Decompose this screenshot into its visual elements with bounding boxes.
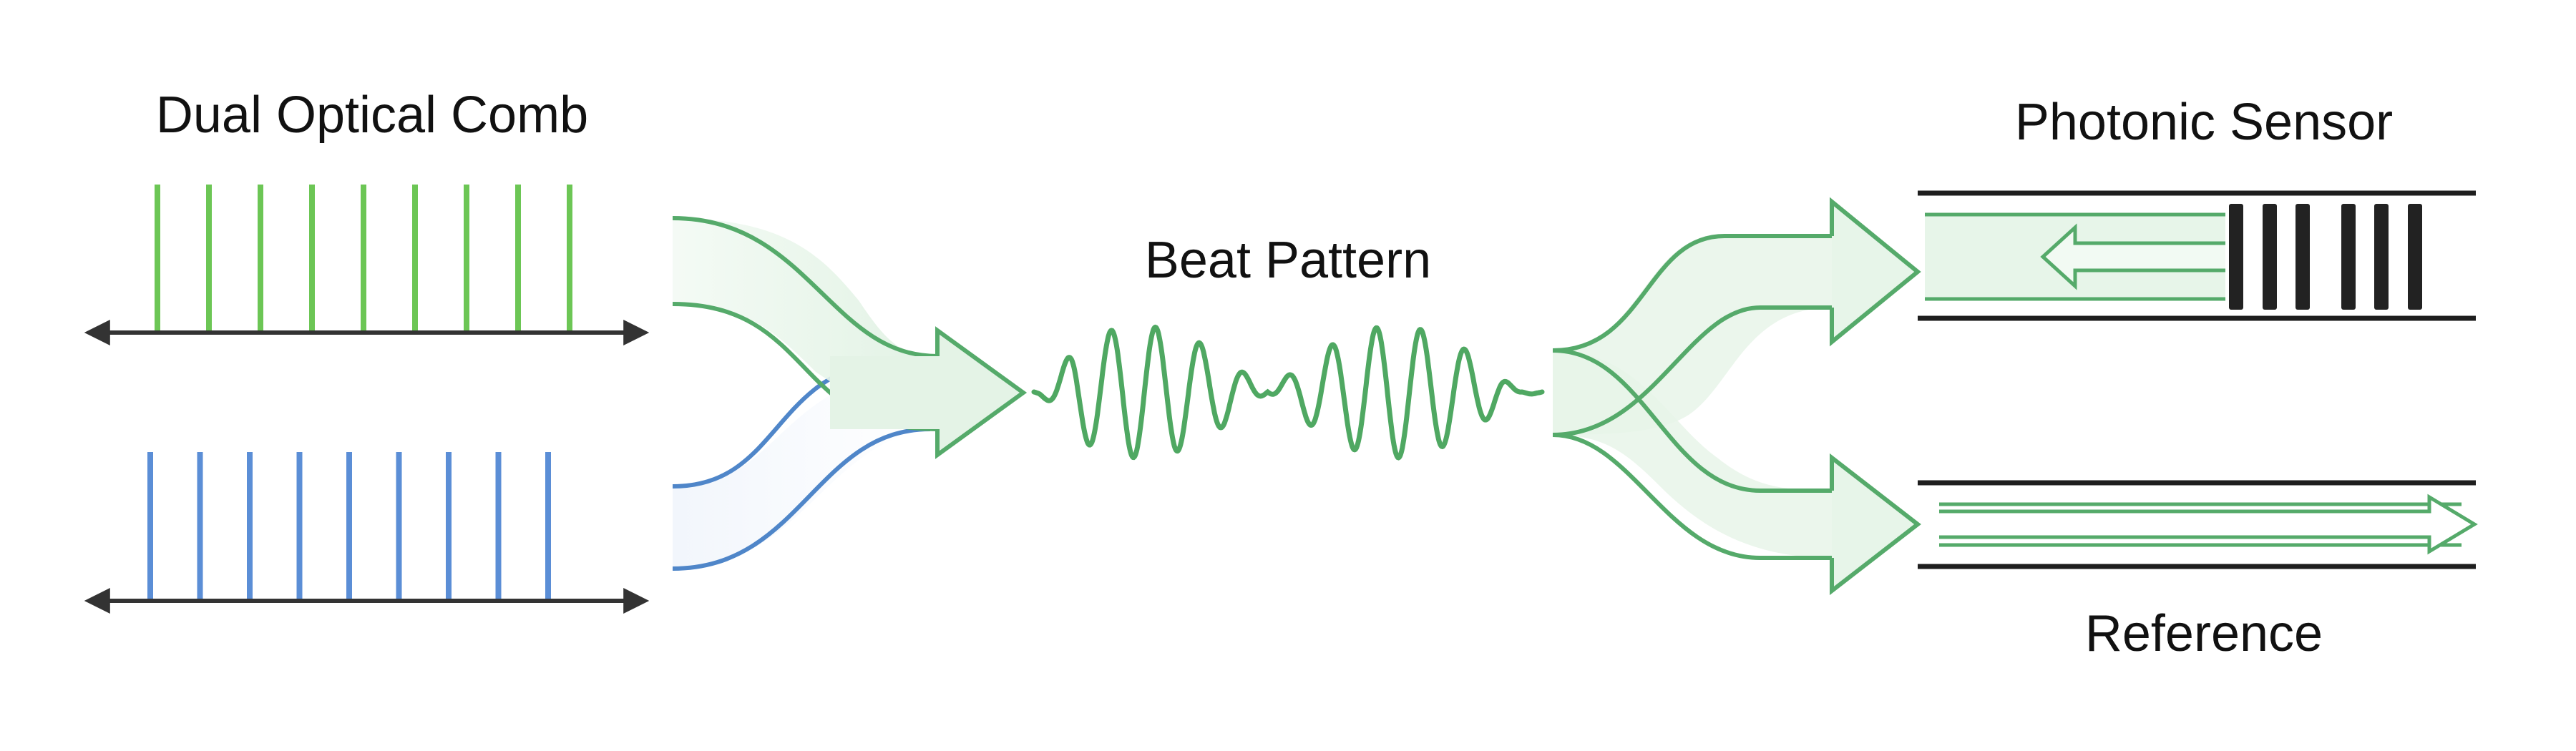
blue-frequency-comb xyxy=(147,452,551,599)
reference-label: Reference xyxy=(2085,605,2323,662)
grating-bar xyxy=(2374,204,2389,310)
bragg-grating xyxy=(2229,204,2422,310)
beat-pattern-wave xyxy=(1031,324,1545,461)
grating-bar xyxy=(2229,204,2243,310)
reference-waveguide xyxy=(1918,480,2476,569)
beat-pattern-label: Beat Pattern xyxy=(1145,232,1431,289)
green-frequency-comb xyxy=(155,185,572,330)
photonic-sensor-label: Photonic Sensor xyxy=(2015,94,2393,151)
merge-arrowhead xyxy=(830,326,1028,459)
grating-bar xyxy=(2296,204,2310,310)
grating-bar xyxy=(2263,204,2277,310)
reflected-signal-arrow xyxy=(2040,223,2225,290)
reference-arrowhead xyxy=(1830,453,1921,596)
sensor-arrowhead xyxy=(1830,197,1921,347)
grating-bar xyxy=(2408,204,2422,310)
dual-comb-label: Dual Optical Comb xyxy=(156,87,588,144)
split-flows xyxy=(1552,234,1832,560)
grating-bar xyxy=(2341,204,2356,310)
transmitted-signal-arrow xyxy=(1939,494,2478,555)
